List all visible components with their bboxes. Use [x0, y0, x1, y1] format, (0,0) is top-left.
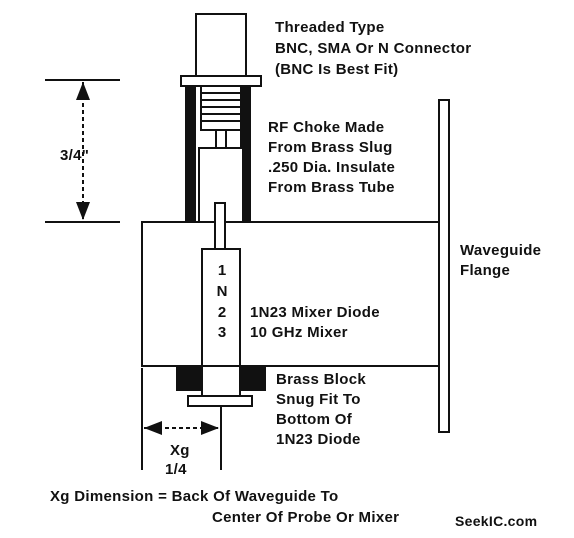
diode-base — [201, 365, 241, 397]
footer-line1: Xg Dimension = Back Of Waveguide To — [50, 488, 339, 505]
flange-label-line1: Waveguide — [460, 242, 542, 259]
waveguide-body — [141, 221, 440, 367]
connector-label-line1: Threaded Type — [275, 19, 385, 36]
diode-cap — [187, 395, 253, 407]
dim-arrowhead-bottom — [76, 202, 90, 220]
footer-line2: Center Of Probe Or Mixer — [212, 509, 400, 526]
brass-block-right — [239, 365, 266, 391]
diode-char-3: 2 — [217, 304, 227, 321]
choke-label-line4: From Brass Tube — [268, 179, 395, 196]
mixer-label-line2: 10 GHz Mixer — [250, 324, 348, 341]
connector-label-line3: (BNC Is Best Fit) — [275, 61, 399, 78]
block-label-line1: Brass Block — [276, 371, 367, 388]
probe — [214, 202, 226, 250]
xg-label: Xg — [170, 442, 190, 459]
diode-char-1: 1 — [217, 262, 227, 279]
choke-label-line2: From Brass Slug — [268, 139, 393, 156]
block-label-line2: Snug Fit To — [276, 391, 361, 408]
flange-label-line2: Flange — [460, 262, 511, 279]
xg-arrowhead-left — [144, 421, 162, 435]
diode-char-2: N — [216, 283, 228, 300]
connector-label-line2: BNC, SMA Or N Connector — [275, 40, 472, 57]
connector-collar — [180, 75, 262, 87]
block-label-line4: 1N23 Diode — [276, 431, 361, 448]
choke-wall-left — [185, 85, 196, 223]
dim-arrowhead-top — [76, 82, 90, 100]
connector-body — [195, 13, 247, 77]
watermark: SeekIC.com — [455, 513, 538, 529]
mixer-label-line1: 1N23 Mixer Diode — [250, 304, 380, 321]
block-label-line3: Bottom Of — [276, 411, 353, 428]
choke-label-line1: RF Choke Made — [268, 119, 385, 136]
dimension-three-quarter: 3/4" — [60, 147, 90, 164]
diode-char-4: 3 — [217, 324, 227, 341]
waveguide-flange — [438, 99, 450, 433]
choke-label-line3: .250 Dia. Insulate — [268, 159, 396, 176]
xg-arrowhead-right — [201, 421, 219, 435]
brass-block-left — [176, 365, 203, 391]
xg-fraction: 1/4 — [165, 461, 187, 478]
center-pin — [215, 129, 227, 149]
